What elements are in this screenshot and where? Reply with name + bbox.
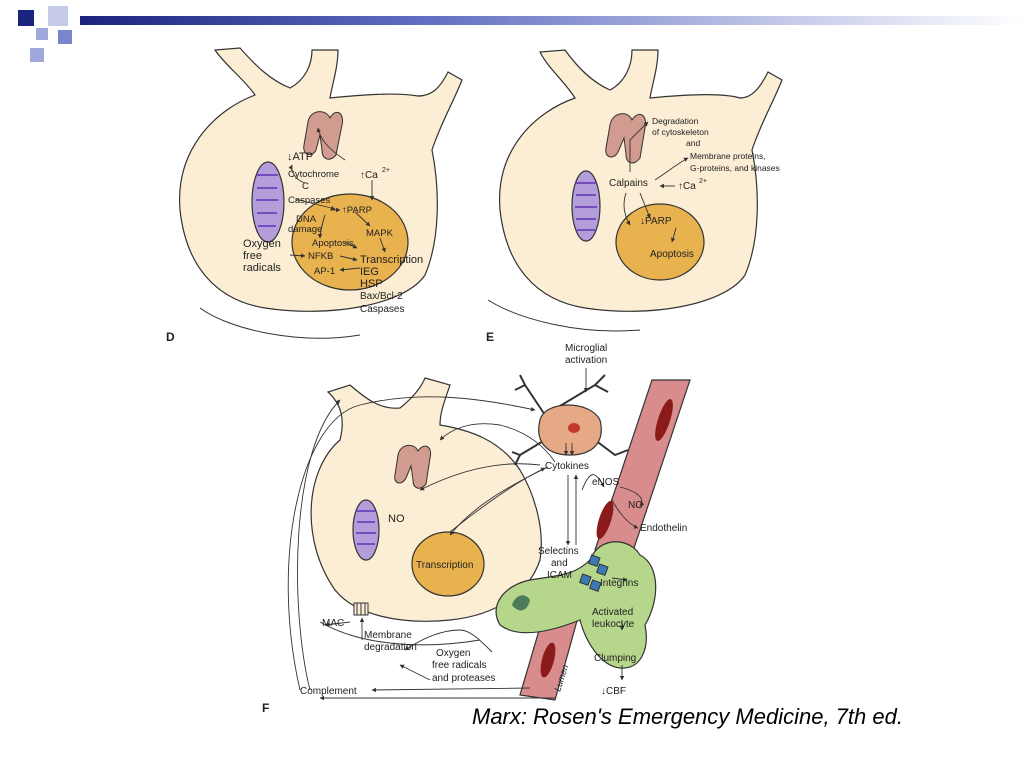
arrows-f	[287, 368, 645, 701]
label-free-radicals: free radicals	[432, 660, 486, 671]
label-selectins: Selectins	[538, 546, 579, 557]
label-degradation: Degradation	[652, 116, 699, 126]
label-hsp: HSP	[360, 278, 383, 290]
label-transcription: Transcription	[360, 254, 423, 266]
label-bax: Bax/Bcl-2	[360, 291, 403, 302]
mitochondrion	[571, 170, 601, 242]
dendrite	[487, 299, 641, 332]
label-ap1: AP-1	[314, 266, 335, 277]
label-proteases: and proteases	[432, 673, 495, 684]
label-transcription: Transcription	[416, 560, 473, 571]
label-activation: activation	[565, 355, 607, 366]
label-atp: ↓ATP	[287, 151, 313, 163]
label-icam: ICAM	[547, 570, 572, 581]
dendrite	[199, 307, 361, 339]
label-oxygen: Oxygen	[436, 648, 470, 659]
label-leukocyte: leukocyte	[592, 619, 635, 630]
panel-letter-e: E	[486, 330, 494, 344]
label-calpains: Calpains	[609, 178, 648, 189]
label-degradation: degradation	[364, 642, 417, 653]
corner-square	[18, 10, 34, 26]
microglia	[511, 374, 629, 466]
label-caspases: Caspases	[288, 195, 330, 206]
label-cytochrome: Cytochrome	[288, 169, 339, 180]
golgi	[605, 113, 647, 164]
label-damage: damage	[288, 224, 322, 235]
mac-pore	[353, 602, 369, 616]
label-cytokines: Cytokines	[545, 461, 589, 472]
corner-square	[58, 30, 72, 44]
leukocyte-nucleus	[512, 595, 530, 611]
nucleus	[615, 203, 705, 281]
label-selectins-and: and	[551, 558, 568, 569]
panel-e: Degradation of cytoskeleton and Membrane…	[486, 49, 783, 344]
label-caspases-2: Caspases	[360, 304, 404, 315]
label-gproteins: G-proteins, and kinases	[690, 163, 780, 173]
label-mapk: MAPK	[366, 228, 394, 239]
label-parp: ↓PARP	[640, 216, 672, 227]
label-ca: ↑Ca	[678, 181, 696, 192]
nucleus	[411, 531, 485, 597]
label-membrane: Membrane	[364, 630, 412, 641]
label-mac: MAC	[322, 618, 344, 629]
mitochondrion	[352, 499, 380, 561]
label-enos: eNOS	[592, 477, 620, 488]
label-activated: Activated	[592, 607, 633, 618]
label-apoptosis: Apoptosis	[650, 249, 694, 260]
panel-d: ↓ATP Cytochrome C ↑Ca 2+ Caspases ↑PARP …	[166, 47, 463, 344]
label-cytoskeleton: of cytoskeleton	[652, 127, 709, 137]
label-radicals: radicals	[243, 262, 281, 274]
golgi	[394, 444, 432, 489]
panel-letter-f: F	[262, 701, 269, 715]
label-endothelin: Endothelin	[640, 523, 687, 534]
label-ieg: IEG	[360, 266, 379, 278]
nucleus	[291, 193, 409, 291]
panel-letter-d: D	[166, 330, 175, 344]
corner-square	[48, 6, 68, 26]
neuron-body	[499, 49, 783, 312]
label-ca-sup: 2+	[699, 178, 707, 185]
adhesion-molecules	[579, 554, 609, 592]
label-ca-sup: 2+	[382, 167, 390, 174]
label-parp: ↑PARP	[342, 205, 372, 216]
label-cbf: ↓CBF	[601, 686, 626, 697]
label-integrins: Integrins	[600, 578, 638, 589]
label-free: free	[243, 250, 262, 262]
label-cytochrome-c: C	[302, 181, 309, 192]
label-no-neuron: NO	[388, 513, 405, 525]
corner-square	[36, 28, 48, 40]
figure-caption: Marx: Rosen's Emergency Medicine, 7th ed…	[472, 704, 903, 729]
arrows-e	[623, 121, 689, 243]
dendrite	[319, 621, 481, 646]
label-clumping: Clumping	[594, 653, 636, 664]
label-no-vessel: NO	[628, 500, 643, 511]
label-nfkb: NFKB	[308, 251, 333, 262]
title-rule	[80, 16, 1024, 25]
arrows-d	[288, 127, 386, 272]
panel-f: Microglial activation Cytokines eNOS NO …	[262, 343, 691, 715]
label-complement: Complement	[300, 686, 357, 697]
leukocyte	[495, 541, 657, 669]
label-membrane-proteins: Membrane proteins,	[690, 151, 766, 161]
mitochondrion	[251, 161, 285, 243]
label-oxygen: Oxygen	[243, 238, 281, 250]
golgi	[303, 111, 344, 160]
corner-square	[30, 48, 44, 62]
label-dna: DNA	[296, 214, 317, 225]
label-apoptosis: Apoptosis	[312, 238, 354, 249]
label-microglial: Microglial	[565, 343, 607, 354]
label-ca: ↑Ca	[360, 170, 378, 181]
label-and: and	[686, 138, 700, 148]
